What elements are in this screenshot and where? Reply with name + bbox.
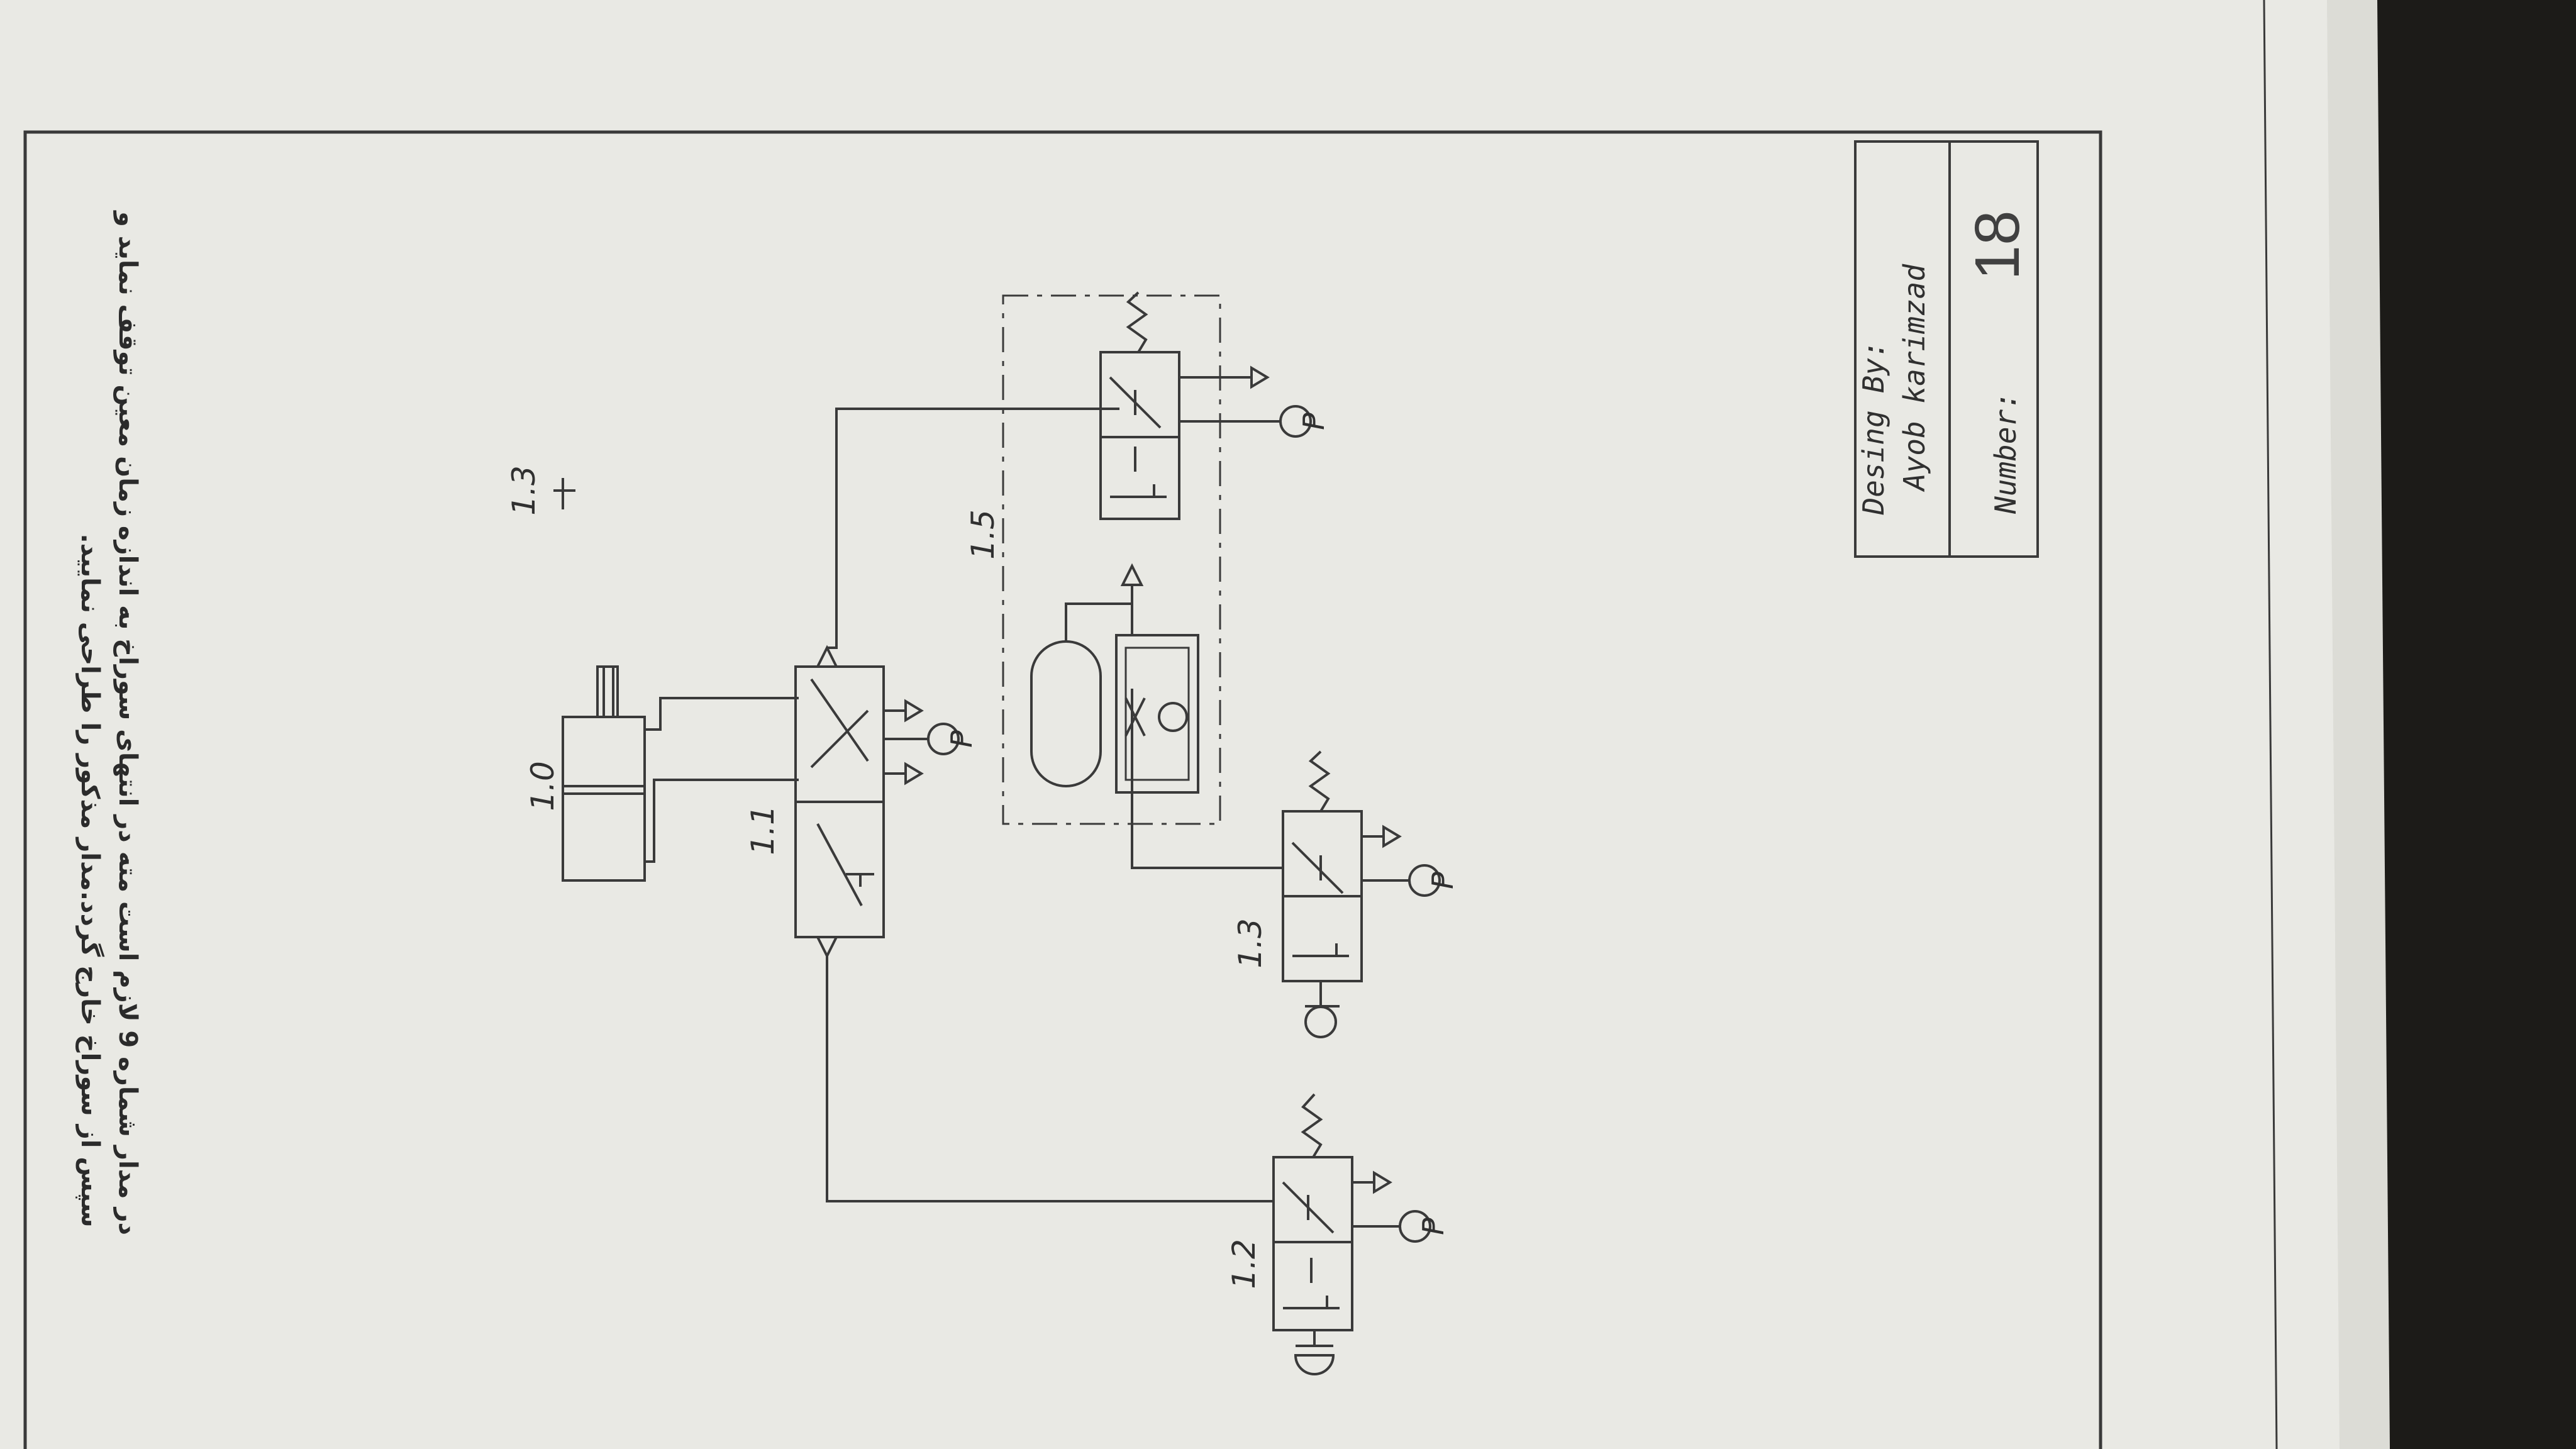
limit-marker-label: 1.3 bbox=[506, 465, 542, 516]
cylinder-label: 1.0 bbox=[525, 761, 561, 811]
limit-valve-1-3: P 1.3 bbox=[1232, 750, 1460, 1038]
time-delay-1-5: P 1.5 bbox=[965, 291, 1331, 825]
drawing-frame bbox=[23, 130, 2102, 1449]
main-valve-1-1: 1.1 P bbox=[745, 645, 979, 959]
cylinder-1-0: 1.0 bbox=[525, 665, 646, 882]
start-valve-1-2: P 1.2 bbox=[1226, 1093, 1450, 1375]
time-delay-label: 1.5 bbox=[965, 509, 1001, 560]
paper-sheet bbox=[0, 0, 2340, 1449]
limit-valve-label: 1.3 bbox=[1232, 918, 1269, 969]
instruction-line-2: سپس از سوراخ خارج گردد.مدار مذکور را طرا… bbox=[75, 533, 105, 1227]
p-label-limit: P bbox=[1426, 872, 1460, 889]
limit-marker-1-3: 1.3 bbox=[506, 465, 575, 516]
start-valve-label: 1.2 bbox=[1226, 1239, 1262, 1289]
p-label-main: P bbox=[945, 730, 979, 748]
title-block: Desing By: Ayob karimzad Number: 18 bbox=[1854, 140, 2039, 558]
instruction-line-1: در مدار شماره 9 لازم است مته در انتهای س… bbox=[113, 210, 142, 1235]
p-label-delay: P bbox=[1297, 413, 1331, 430]
designer-name: Ayob karimzad bbox=[1897, 264, 1931, 492]
instruction-text: در مدار شماره 9 لازم است مته در انتهای س… bbox=[75, 210, 142, 1235]
number-value: 18 bbox=[1962, 210, 2033, 280]
p-label-start: P bbox=[1416, 1218, 1450, 1235]
designed-by-label: Desing By: bbox=[1857, 341, 1890, 516]
main-valve-label: 1.1 bbox=[745, 805, 781, 855]
number-label: Number: bbox=[1989, 392, 2023, 514]
